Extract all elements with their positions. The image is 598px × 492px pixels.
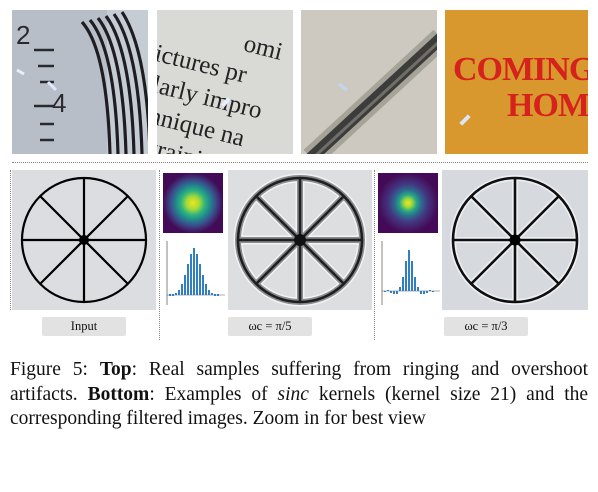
filtered-wheel-pi3	[442, 170, 588, 310]
scale-tick-4: 4	[52, 88, 67, 118]
caption-top-text: : Real samples suffering from ringing an…	[10, 359, 589, 405]
kernel-bars	[166, 241, 225, 305]
ringing-sample-sign: COMING HOM	[445, 10, 588, 154]
sinc-kernel-2d-pi3	[378, 173, 438, 233]
wheel-pi5	[233, 173, 367, 307]
sign-text: COMING HOM	[453, 52, 588, 124]
filtered-wheel-pi5	[228, 170, 372, 310]
wheel-input	[20, 176, 148, 304]
ringing-sample-text: omi ictures pr nilarly impro technique n…	[157, 10, 293, 154]
input-left-border	[10, 170, 11, 310]
kernel-heatmap	[163, 173, 223, 233]
scale-image	[12, 10, 148, 154]
ringing-sample-rope	[301, 10, 437, 154]
kernel-heatmap	[378, 173, 438, 233]
sinc-kernel-2d-pi5	[163, 173, 223, 233]
sinc-kernel-1d-pi3	[378, 237, 440, 307]
text-sample-lines: omi ictures pr nilarly impro technique n…	[157, 10, 293, 154]
figure-caption: Figure 5: Top: Real samples suffering fr…	[10, 358, 588, 432]
caption-bottom-bold: Bottom	[87, 383, 150, 405]
kernel-bars	[381, 241, 440, 305]
label-input: Input	[42, 317, 126, 336]
label-omega-pi5: ωc = π/5	[228, 317, 312, 336]
ringing-sample-scale: 2 4	[12, 10, 148, 154]
wheel-pi3	[450, 175, 580, 305]
caption-bottom-text-b: kernels (kernel size 21) and the corresp…	[10, 383, 589, 430]
sign-line-home: HOM	[507, 87, 588, 124]
rope-image	[301, 10, 437, 154]
sinc-kernel-1d-pi5	[163, 237, 225, 307]
scale-tick-2: 2	[16, 20, 31, 50]
column-divider	[374, 170, 375, 340]
label-omega-pi3: ωc = π/3	[444, 317, 528, 336]
caption-fig-number: Figure 5:	[10, 359, 88, 380]
row-separator	[12, 162, 588, 163]
caption-top-bold: Top	[99, 359, 132, 380]
caption-sinc: sinc	[277, 383, 309, 405]
column-divider	[159, 170, 160, 340]
input-wheel-image	[12, 170, 156, 310]
caption-bottom-text-a: : Examples of	[149, 383, 268, 405]
sign-line-coming: COMING	[453, 51, 588, 88]
